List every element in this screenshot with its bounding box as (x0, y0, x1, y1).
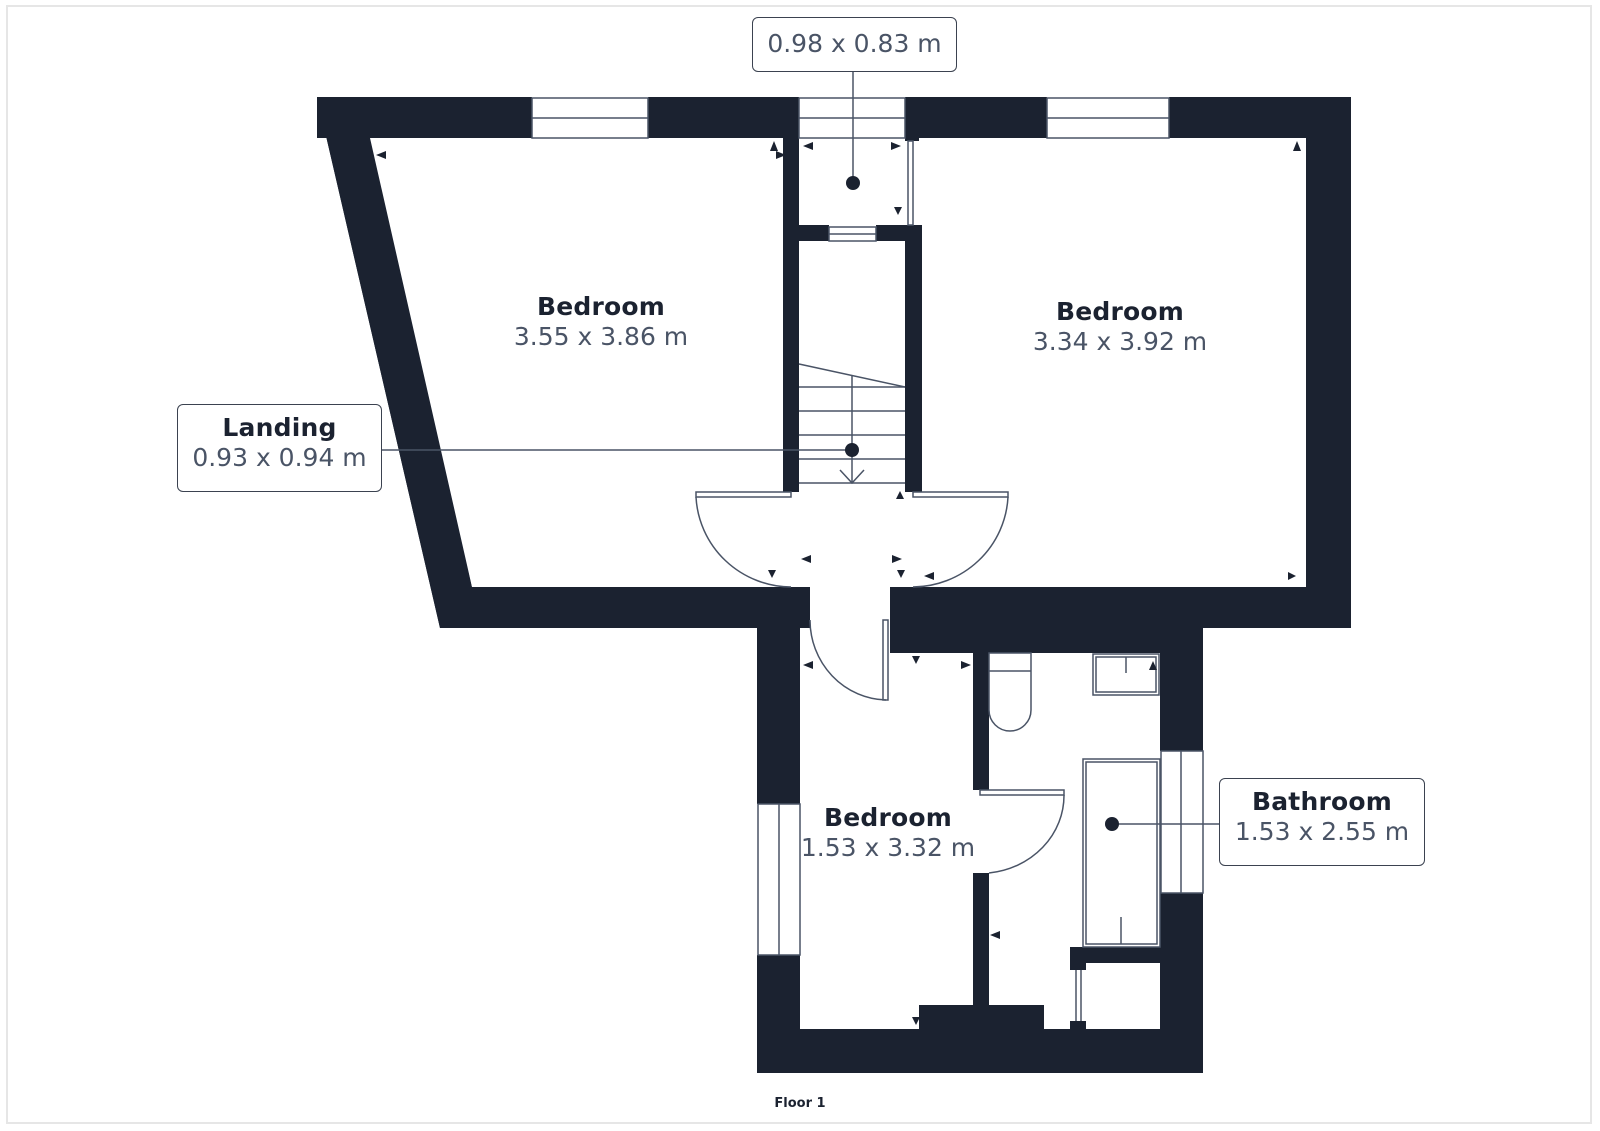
wall-bed-bath-b (973, 873, 989, 1033)
callout-dots (845, 176, 1119, 831)
window-bathroom (1160, 750, 1204, 894)
room-label-bedroom-right: Bedroom 3.34 x 3.92 m (1033, 297, 1207, 357)
plan-frame (6, 5, 1592, 1124)
room-name: Bedroom (536, 292, 666, 321)
callout-dimensions: 0.93 x 0.94 m (192, 443, 367, 472)
wall-lower-right-b (1160, 893, 1203, 1073)
wall-lower-bottom (757, 1029, 1203, 1073)
windows (531, 97, 1204, 956)
room-name: Bedroom (1055, 297, 1185, 326)
room-name: Bedroom (823, 803, 953, 832)
wall-right (1306, 97, 1351, 628)
callout-dimensions: 1.53 x 2.55 m (1234, 817, 1410, 846)
wall-lower-left-a (757, 587, 800, 804)
wall-bottom-upper-left (440, 587, 810, 628)
measurement-markers (376, 141, 1301, 1025)
room-dimensions: 1.53 x 3.32 m (800, 833, 976, 862)
wall-lower-right-a (1160, 587, 1203, 751)
wall-cupboard-bottom-b (876, 225, 922, 241)
callout-leaders (381, 72, 1219, 825)
wall-top-left-b (648, 97, 798, 138)
floor-label: Floor 1 (774, 1096, 826, 1111)
callout-bathroom: Bathroom 1.53 x 2.55 m (1219, 778, 1425, 866)
wall-cupboard-right (905, 97, 919, 141)
bathroom-fixtures (988, 652, 1161, 948)
callout-dimensions: 0.98 x 0.83 m (767, 29, 942, 58)
wall-top-left-a (317, 97, 532, 138)
room-dimensions: 3.55 x 3.86 m (513, 322, 689, 351)
wall-bottom-step (919, 1005, 1044, 1033)
wall-bath-shelf (1070, 947, 1166, 963)
callout-cupboard: 0.98 x 0.83 m (752, 17, 957, 72)
wall-bed-bath-a (973, 653, 989, 790)
room-dimensions: 3.34 x 3.92 m (1032, 327, 1208, 356)
bedroom-left-floor (370, 138, 783, 587)
room-label-bedroom-small: Bedroom 1.53 x 3.32 m (801, 803, 975, 863)
wall-stair-left (783, 97, 799, 492)
toilet (988, 652, 1032, 732)
wall-bath-shelf-post-top (1070, 947, 1086, 970)
callout-name: Landing (222, 413, 337, 442)
callout-name: Bathroom (1251, 787, 1392, 816)
walls (317, 97, 1351, 1073)
wall-lower-top (890, 587, 1203, 653)
callout-landing: Landing 0.93 x 0.94 m (177, 404, 382, 492)
wall-stair-right (905, 225, 922, 492)
wall-top-right-a (905, 97, 1047, 138)
wall-bath-shelf-post-bot (1070, 1021, 1086, 1033)
stairs (798, 363, 906, 485)
room-label-bedroom-left: Bedroom 3.55 x 3.86 m (514, 292, 688, 352)
doors (695, 140, 1082, 1021)
wall-left-slanted-inner (317, 97, 472, 628)
wall-cupboard-bottom-a (799, 225, 829, 241)
